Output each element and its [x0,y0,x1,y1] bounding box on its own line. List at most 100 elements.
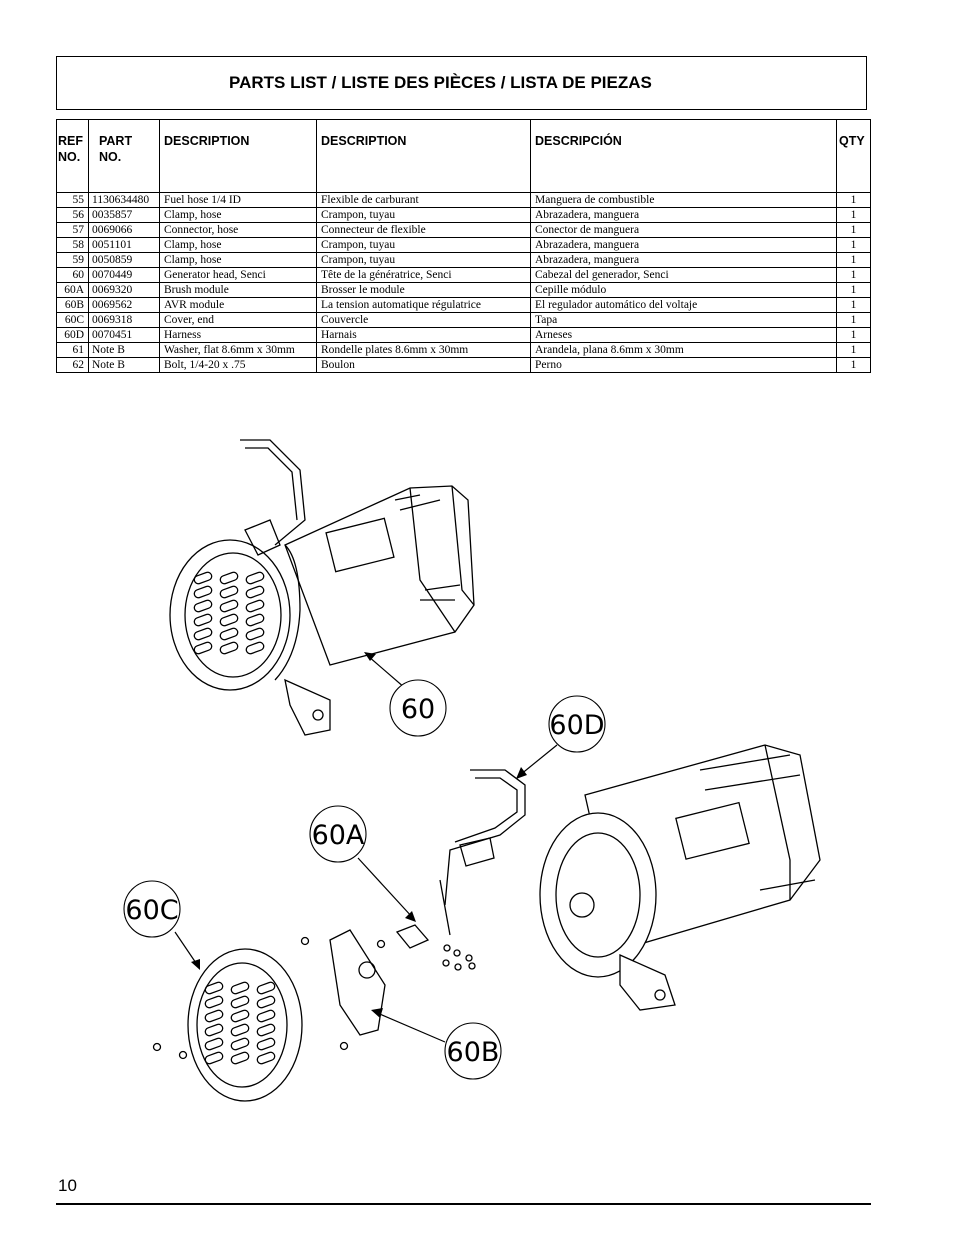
callout-60a: 60A [312,820,365,851]
callout-circle-60d [548,695,606,753]
vent-slot [219,613,239,627]
vent-slot [245,613,265,627]
vent-slot [204,995,224,1009]
vent-slot [204,1037,224,1051]
vent-slot [219,599,239,613]
description-es-cell: Arneses [530,327,837,343]
callout-leaders [174,655,558,1043]
description-es-cell: Cepille módulo [530,282,837,298]
part-no-cell: Note B [88,342,160,358]
qty-cell: 1 [836,342,871,358]
description-en-cell: Clamp, hose [159,207,317,223]
parts-list-title-box: PARTS LIST / LISTE DES PIÈCES / LISTA DE… [56,56,867,110]
part-no-cell: 0050859 [88,252,160,268]
vent-slot [193,641,213,655]
qty-cell: 1 [836,267,871,283]
vent-slot [230,995,250,1009]
vent-slot [245,627,265,641]
description-fr-cell: Harnais [316,327,531,343]
vent-slot [230,981,250,995]
vent-slot [256,1009,276,1023]
description-fr-cell: La tension automatique régulatrice [316,297,531,313]
callout-arrowheads [191,652,527,1018]
description-es-cell: Tapa [530,312,837,328]
qty-cell: 1 [836,327,871,343]
generator-head-lower [439,744,821,1011]
description-en-cell: AVR module [159,297,317,313]
qty-cell: 1 [836,357,871,373]
vent-slot [256,1037,276,1051]
avr-module [329,929,386,1036]
vent-slot [256,1051,276,1065]
vent-slot [204,1051,224,1065]
part-no-cell: 0069320 [88,282,160,298]
description-en-cell: Clamp, hose [159,237,317,253]
brush-module [395,924,430,949]
vent-slot [245,599,265,613]
description-en-cell: Cover, end [159,312,317,328]
footer-rule [56,1203,871,1205]
mount-foot-lower [619,953,676,1011]
callout-60d: 60D [549,710,604,741]
qty-cell: 1 [836,252,871,268]
bolts [152,936,476,1060]
header-description-en: DESCRIPTION [159,119,317,193]
vent-slot [219,571,239,585]
qty-cell: 1 [836,207,871,223]
qty-cell: 1 [836,192,871,208]
ref-cell: 60D [56,327,89,343]
description-fr-cell: Crampon, tuyau [316,252,531,268]
description-en-cell: Clamp, hose [159,252,317,268]
description-fr-cell: Crampon, tuyau [316,237,531,253]
vent-slot [245,585,265,599]
stator-face-lower [539,812,657,978]
vent-slots-exploded [204,981,276,1065]
vent-slot [245,641,265,655]
part-no-cell: 0070449 [88,267,160,283]
vent-slot [193,613,213,627]
description-es-cell: Arandela, plana 8.6mm x 30mm [530,342,837,358]
description-es-cell: Abrazadera, manguera [530,207,837,223]
part-no-cell: 0069066 [88,222,160,238]
ref-cell: 60A [56,282,89,298]
description-en-cell: Harness [159,327,317,343]
description-fr-cell: Couvercle [316,312,531,328]
vent-slot [204,1023,224,1037]
qty-cell: 1 [836,222,871,238]
description-fr-cell: Boulon [316,357,531,373]
description-en-cell: Bolt, 1/4-20 x .75 [159,357,317,373]
page-number: 10 [58,1176,77,1195]
end-cover-exploded [187,948,303,1102]
description-es-cell: Cabezal del generador, Senci [530,267,837,283]
description-es-cell: Abrazadera, manguera [530,252,837,268]
description-en-cell: Generator head, Senci [159,267,317,283]
vent-slot [193,585,213,599]
description-en-cell: Brush module [159,282,317,298]
description-en-cell: Washer, flat 8.6mm x 30mm [159,342,317,358]
vent-slot [219,641,239,655]
vent-slot [204,1009,224,1023]
vent-slot [245,571,265,585]
vent-slots-upper [193,571,265,655]
description-fr-cell: Connecteur de flexible [316,222,531,238]
vent-slot [256,995,276,1009]
vent-slot [219,585,239,599]
callout-circles [123,679,606,1080]
description-fr-cell: Rondelle plates 8.6mm x 30mm [316,342,531,358]
vent-slot [256,1023,276,1037]
description-es-cell: Perno [530,357,837,373]
header-qty: QTY [836,119,871,193]
part-no-cell: 1130634480 [88,192,160,208]
description-fr-cell: Brosser le module [316,282,531,298]
description-es-cell: Manguera de combustible [530,192,837,208]
description-fr-cell: Flexible de carburant [316,192,531,208]
